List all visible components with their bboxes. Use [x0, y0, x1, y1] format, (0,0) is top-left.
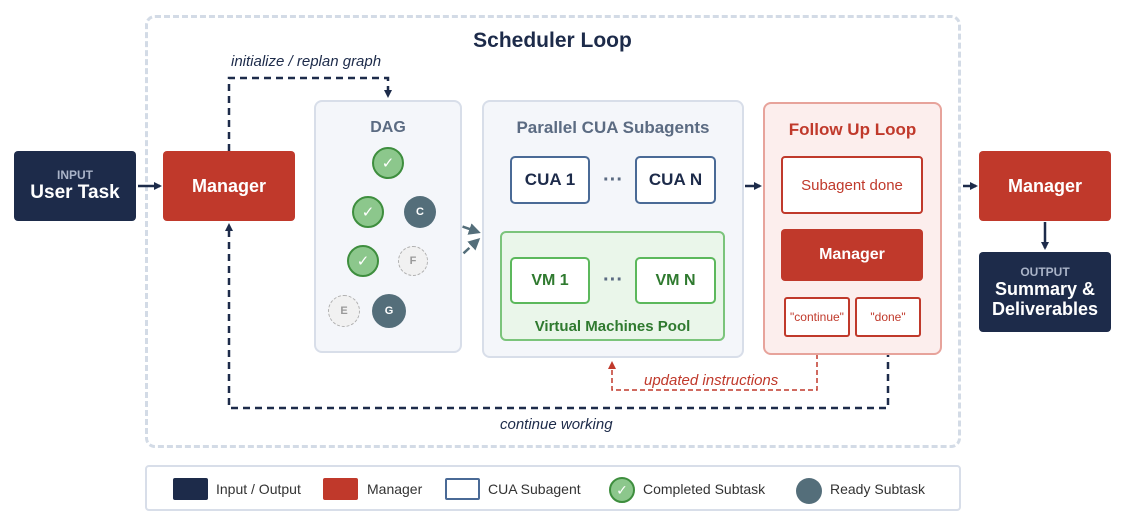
input-label: User Task [30, 182, 120, 203]
followup-title: Follow Up Loop [788, 120, 917, 139]
manager-left-box: Manager [163, 151, 295, 221]
legend-io-label: Input / Output [216, 481, 301, 497]
legend-io-swatch [173, 478, 208, 500]
output-line2: Deliverables [991, 299, 1099, 319]
dag-node-f: F [398, 246, 428, 276]
continue-box: "continue" [784, 297, 850, 337]
legend-completed-icon: ✓ [609, 477, 635, 503]
dag-node-a: ✓ [372, 147, 404, 179]
dag-node-d: ✓ [347, 245, 379, 277]
legend-completed-label: Completed Subtask [643, 481, 766, 497]
legend-cua-label: CUA Subagent [488, 481, 581, 497]
manager-left-label: Manager [191, 175, 267, 196]
arrow-continue-working [225, 223, 890, 410]
replan-label: initialize / replan graph [231, 53, 382, 70]
legend [145, 465, 961, 511]
manager-right-box: Manager [979, 151, 1111, 221]
followup-manager-box: Manager [781, 229, 923, 281]
output-box: OUTPUT Summary & Deliverables [979, 252, 1111, 332]
cua-n-box: CUA N [635, 156, 716, 204]
arrow-updated-instructions [608, 338, 818, 391]
legend-ready-icon [796, 478, 822, 504]
dag-node-e: E [328, 295, 360, 327]
output-caption: OUTPUT [1020, 265, 1070, 279]
legend-ready-label: Ready Subtask [830, 481, 925, 497]
continue-working-label: continue working [500, 416, 613, 433]
cua-ellipsis: ··· [603, 168, 623, 191]
output-line1: Summary & [994, 279, 1096, 299]
dag-node-g: G [372, 294, 406, 328]
legend-cua-swatch [445, 478, 480, 500]
input-caption: INPUT [57, 168, 93, 182]
scheduler-loop-frame [145, 15, 961, 448]
cua-1-box: CUA 1 [510, 156, 590, 204]
cua-panel-title: Parallel CUA Subagents [516, 118, 710, 137]
vm-n-box: VM N [635, 257, 716, 304]
vm-pool-label: Virtual Machines Pool [534, 317, 691, 335]
dag-node-b: ✓ [352, 196, 384, 228]
dag-title: DAG [370, 119, 406, 136]
arrow-replan [227, 76, 392, 151]
legend-manager-swatch [323, 478, 358, 500]
vm-ellipsis: ··· [603, 268, 623, 291]
input-box: INPUT User Task [14, 151, 136, 221]
subagent-done-box: Subagent done [781, 156, 923, 214]
vm-1-box: VM 1 [510, 257, 590, 304]
legend-manager-label: Manager [367, 481, 423, 497]
updated-instructions-label: updated instructions [644, 372, 779, 389]
dag-node-c: C [404, 196, 436, 228]
scheduler-loop-title: Scheduler Loop [473, 29, 632, 52]
done-box: "done" [855, 297, 921, 337]
manager-right-label: Manager [1007, 175, 1083, 196]
